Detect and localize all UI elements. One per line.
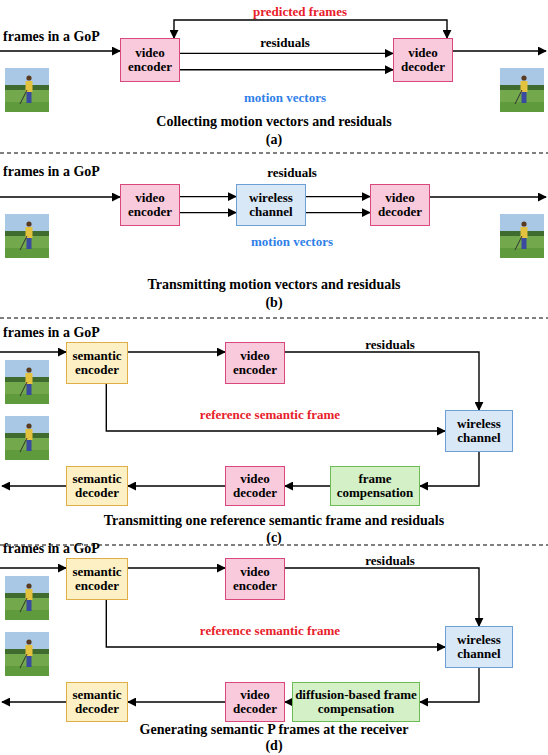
connector-arrow — [420, 668, 479, 702]
connector-arrow — [285, 701, 292, 702]
process-box: video decoder — [393, 38, 453, 82]
connector-arrow — [420, 452, 479, 486]
connector-arrow — [106, 600, 445, 647]
connector-arrow — [128, 351, 225, 352]
connector-arrow — [180, 196, 236, 197]
text-label: residuals — [267, 166, 317, 179]
process-box: frame compensation — [330, 466, 420, 506]
node-text: video encoder — [123, 46, 177, 74]
connector-arrow — [180, 212, 236, 213]
connector-arrow — [180, 69, 393, 70]
text-label: Transmitting one reference semantic fram… — [104, 514, 444, 528]
process-box: wireless channel — [445, 626, 513, 668]
separator-line — [0, 153, 548, 154]
process-box: video decoder — [370, 184, 430, 226]
video-frame-thumbnail — [5, 416, 49, 460]
video-frame-thumbnail — [5, 360, 49, 404]
text-label: (b) — [265, 296, 282, 310]
text-label: Collecting motion vectors and residuals — [156, 115, 391, 129]
connector-arrow — [128, 701, 225, 702]
separator-line — [0, 318, 548, 319]
node-text: video decoder — [228, 688, 282, 716]
video-frame-thumbnail — [5, 632, 49, 676]
node-text: semantic decoder — [69, 688, 125, 716]
node-text: video encoder — [228, 349, 282, 377]
node-text: semantic decoder — [69, 472, 125, 500]
node-text: video encoder — [228, 565, 282, 593]
output-arrow — [2, 485, 66, 486]
connector-arrow — [128, 567, 225, 568]
video-frame-thumbnail — [5, 576, 49, 620]
node-text: frame compensation — [333, 472, 417, 500]
node-text: video decoder — [228, 472, 282, 500]
video-frame-thumbnail — [500, 68, 544, 112]
output-arrow — [453, 50, 546, 51]
text-label: (d) — [265, 739, 282, 753]
process-box: wireless channel — [445, 410, 513, 452]
node-text: wireless channel — [448, 633, 510, 661]
edge-label: residuals — [365, 338, 415, 351]
process-box: semantic encoder — [66, 342, 128, 384]
text-label: frames in a GoP — [3, 165, 100, 179]
connector-arrow — [306, 196, 370, 197]
process-box: video decoder — [225, 682, 285, 722]
connector-arrow — [285, 568, 479, 626]
process-box: video decoder — [225, 466, 285, 506]
process-box: wireless channel — [236, 184, 306, 226]
node-text: wireless channel — [448, 417, 510, 445]
text-label: Generating semantic P frames at the rece… — [140, 723, 409, 737]
text-label: Transmitting motion vectors and residual… — [147, 278, 400, 292]
process-box: semantic decoder — [66, 682, 128, 722]
process-box: video encoder — [120, 184, 180, 226]
input-arrow — [0, 50, 120, 51]
process-box: video encoder — [120, 38, 180, 82]
video-frame-thumbnail — [500, 214, 544, 258]
node-text: video encoder — [123, 191, 177, 219]
process-box: diffusion-based frame compensation — [292, 682, 420, 722]
text-label: motion vectors — [251, 235, 333, 248]
node-text: wireless channel — [239, 191, 303, 219]
text-label: frames in a GoP — [3, 542, 100, 556]
edge-label: residuals — [365, 554, 415, 567]
edge-label: reference semantic frame — [200, 408, 340, 421]
node-text: diffusion-based frame compensation — [295, 688, 417, 716]
node-text: semantic encoder — [69, 349, 125, 377]
process-box: semantic encoder — [66, 558, 128, 600]
connector-arrow — [106, 384, 445, 431]
output-arrow — [2, 701, 66, 702]
input-arrow — [0, 567, 66, 568]
connector-arrow — [180, 53, 393, 54]
connector-arrow — [174, 20, 447, 38]
node-text: video decoder — [396, 46, 450, 74]
connector-arrow — [285, 485, 330, 486]
text-label: frames in a GoP — [3, 326, 100, 340]
node-text: video decoder — [373, 191, 427, 219]
connector-arrow — [285, 352, 479, 410]
edge-label: residuals — [260, 36, 310, 49]
edge-label: predicted frames — [253, 5, 347, 18]
connector-arrow — [128, 485, 225, 486]
text-label: (c) — [266, 531, 282, 545]
node-text: semantic encoder — [69, 565, 125, 593]
text-label: (a) — [266, 133, 282, 147]
connector-arrow — [306, 212, 370, 213]
input-arrow — [0, 351, 66, 352]
video-frame-thumbnail — [5, 214, 49, 258]
edge-label: motion vectors — [244, 91, 326, 104]
process-box: video encoder — [225, 342, 285, 384]
input-arrow — [0, 196, 120, 197]
video-frame-thumbnail — [5, 68, 49, 112]
edge-label: reference semantic frame — [200, 624, 340, 637]
output-arrow — [430, 196, 546, 197]
process-box: semantic decoder — [66, 466, 128, 506]
process-box: video encoder — [225, 558, 285, 600]
text-label: frames in a GoP — [3, 30, 100, 44]
